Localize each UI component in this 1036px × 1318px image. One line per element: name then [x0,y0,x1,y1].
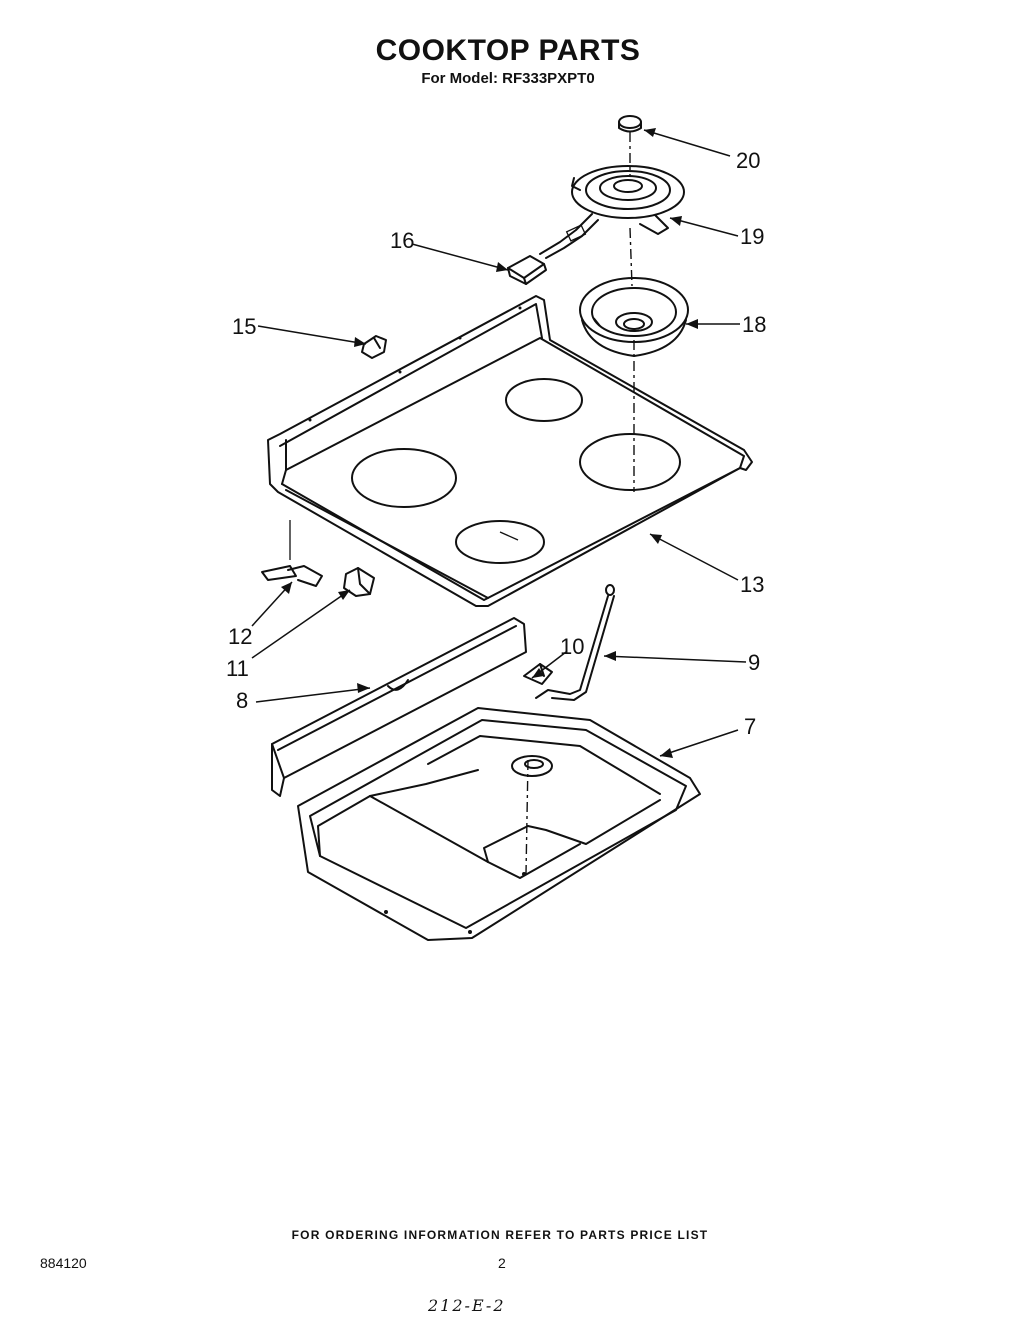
page-title: COOKTOP PARTS [375,34,641,67]
callout-13: 13 [740,572,764,597]
callout-20: 20 [736,148,760,173]
callout-leaders [251,128,747,758]
part-12-wire-connector [261,520,323,587]
part-16-terminal-block [507,255,547,285]
model-subtitle: For Model: RF333PXPT0 [421,70,595,87]
ordering-note: FOR ORDERING INFORMATION REFER TO PARTS … [291,1228,709,1242]
part-15-clip [361,335,387,359]
document-number: 884120 [40,1255,87,1271]
callout-12: 12 [228,624,252,649]
part-19-surface-element [539,165,685,259]
page-number: 2 [498,1255,506,1271]
callout-16: 16 [390,228,414,253]
part-9-rod [535,584,615,701]
callout-9: 9 [748,650,760,675]
callout-7: 7 [744,714,756,739]
callout-18: 18 [742,312,766,337]
part-20-cap [618,115,642,133]
callout-10: 10 [560,634,584,659]
assembly-center-line [525,132,635,875]
callout-15: 15 [232,314,256,339]
callout-11: 11 [226,656,249,681]
handwritten-code: 212-E-2 [428,1296,506,1315]
part-7-burner-box [297,707,701,941]
callout-8: 8 [236,688,248,713]
part-11-sleeve [343,567,375,597]
part-13-cooktop [267,295,753,607]
callout-19: 19 [740,224,764,249]
part-8-trim-strip [271,617,527,797]
